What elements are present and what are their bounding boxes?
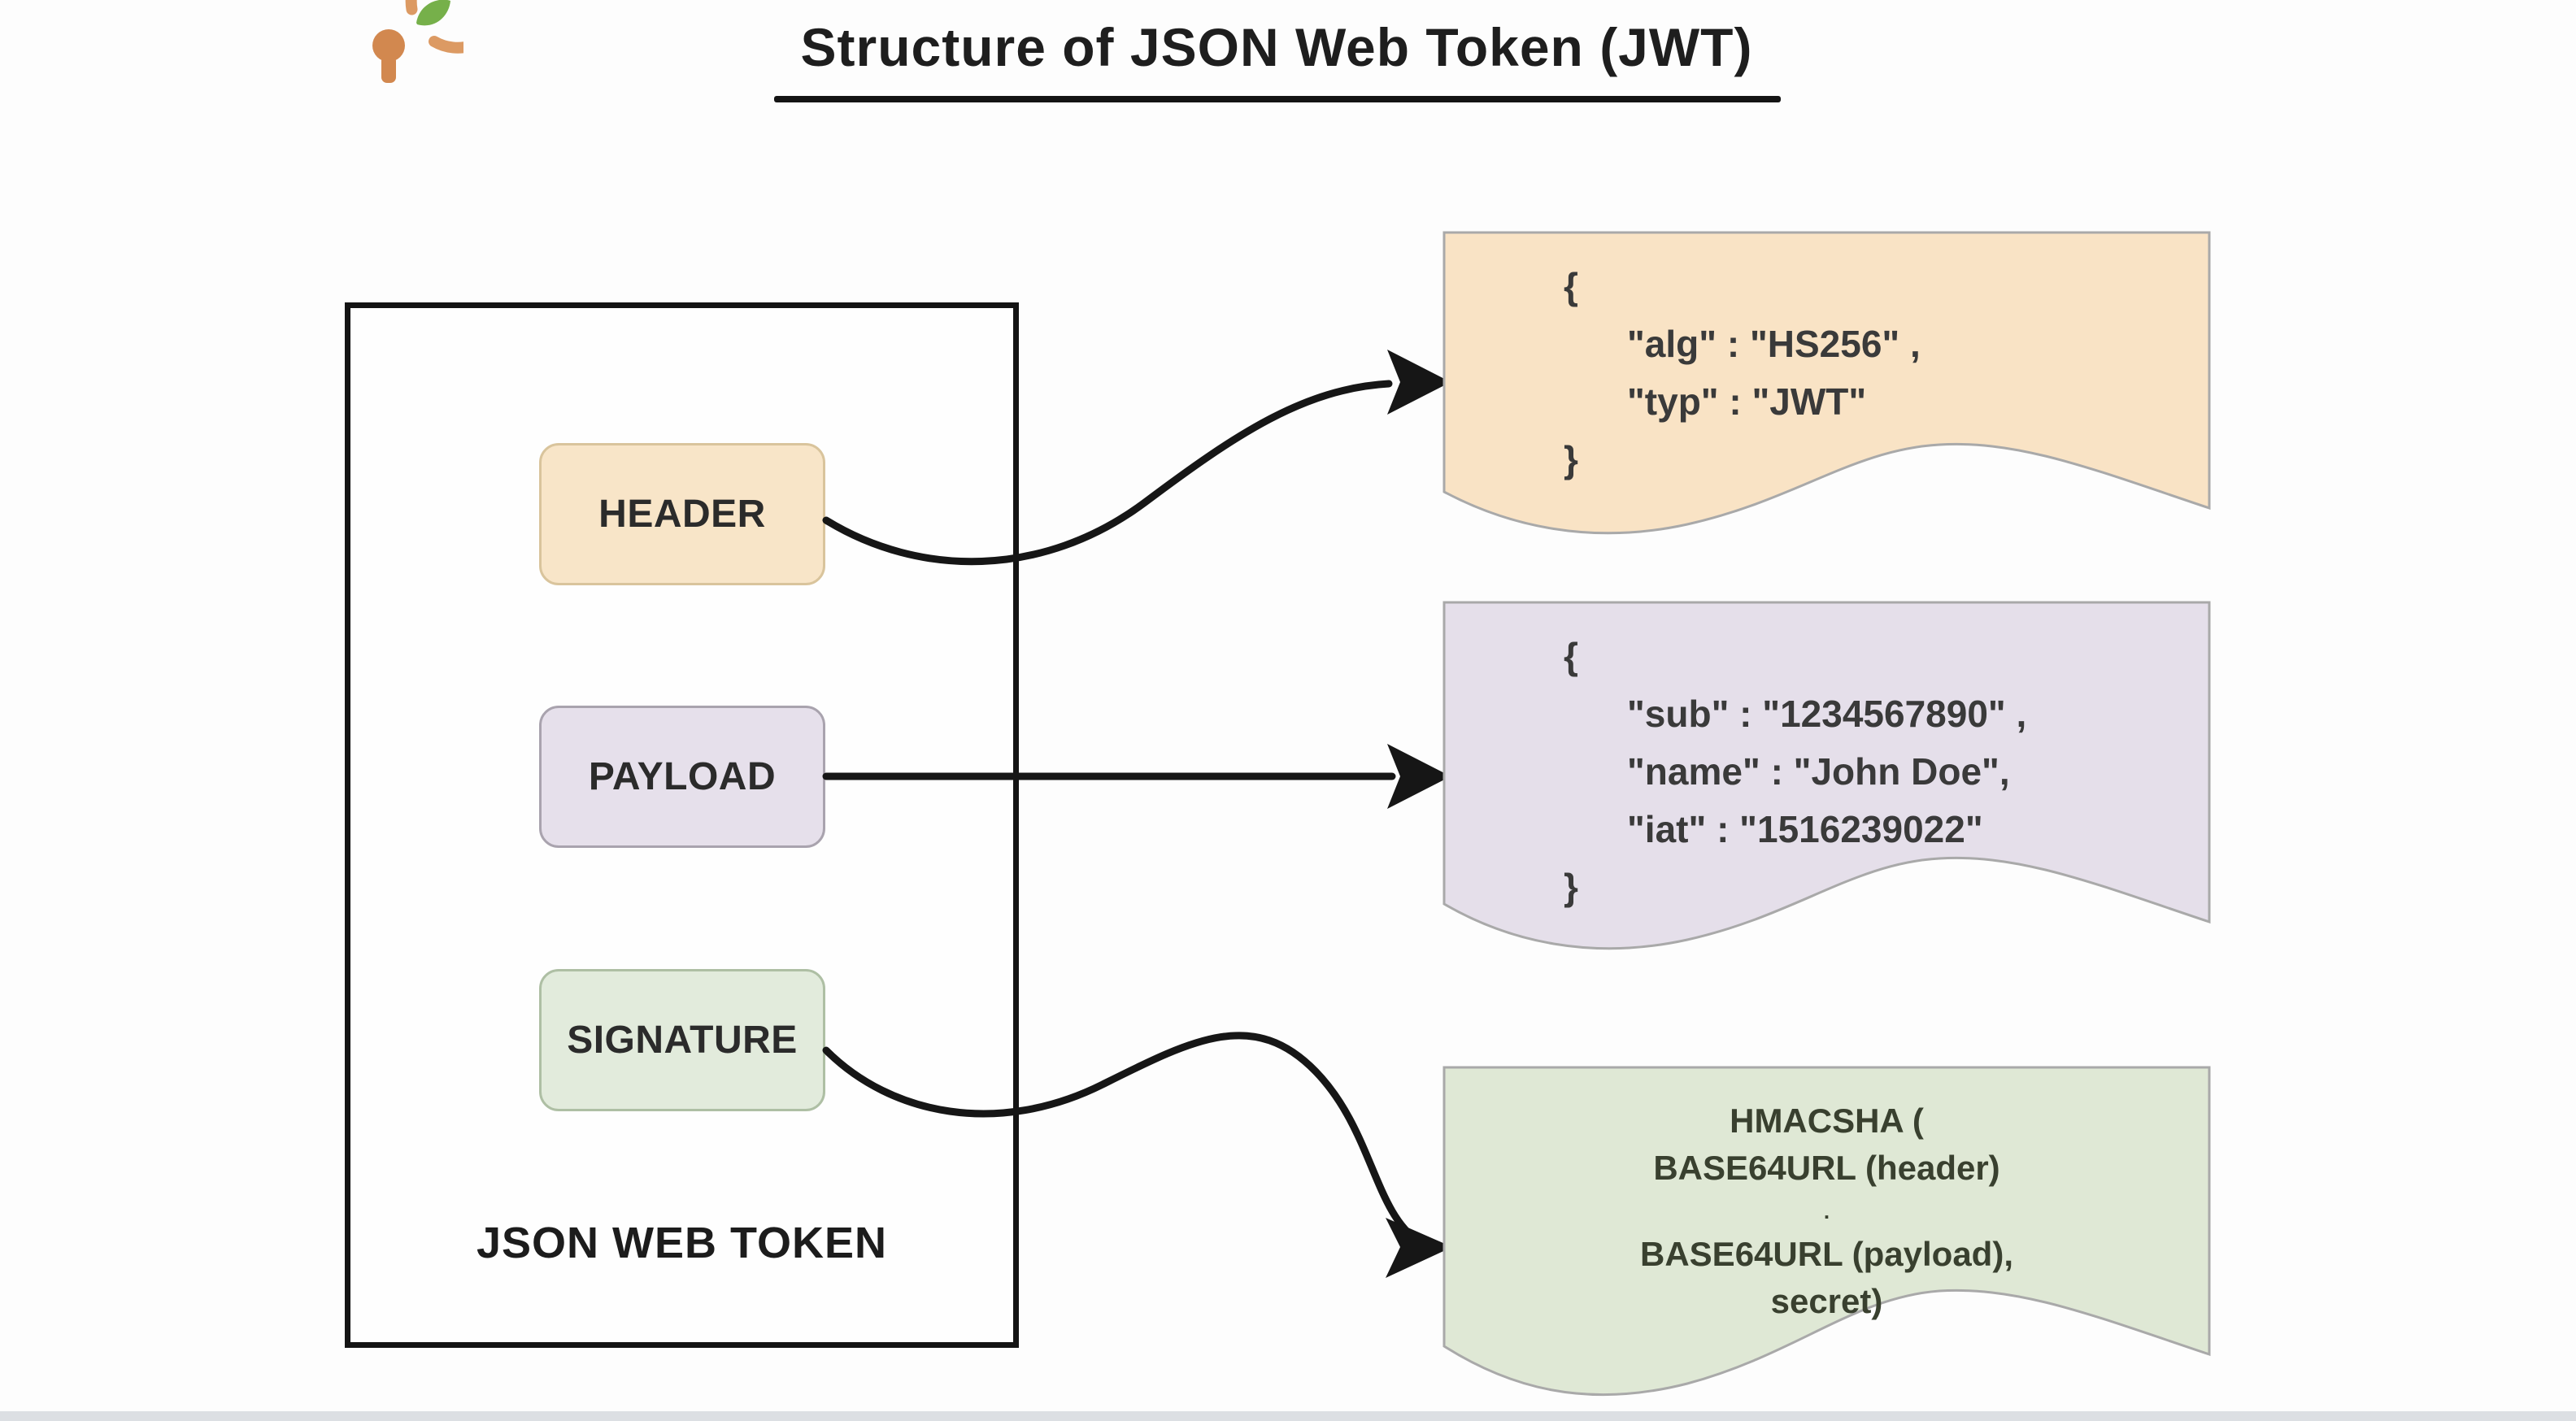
json-line: "typ" : "JWT"	[1627, 380, 1867, 423]
title-underline	[774, 96, 1781, 102]
formula-line: .	[1823, 1199, 1830, 1223]
json-line: }	[1564, 866, 1578, 908]
formula-line: BASE64URL (header)	[1653, 1149, 2000, 1187]
json-line: "iat" : "1516239022"	[1627, 808, 1983, 850]
signature-formula-card: HMACSHA ( BASE64URL (header) . BASE64URL…	[1442, 1065, 2212, 1421]
payload-json-text: { "sub" : "1234567890" , "name" : "John …	[1442, 600, 2212, 916]
header-json-text: { "alg" : "HS256" , "typ" : "JWT" }	[1442, 230, 2212, 489]
json-line: {	[1564, 635, 1578, 677]
formula-line: secret)	[1770, 1282, 1883, 1320]
signature-formula-text: HMACSHA ( BASE64URL (header) . BASE64URL…	[1442, 1065, 2212, 1325]
jwt-token-label: JSON WEB TOKEN	[476, 1219, 888, 1267]
payload-json-card: { "sub" : "1234567890" , "name" : "John …	[1442, 600, 2212, 974]
json-line: "alg" : "HS256" ,	[1627, 323, 1921, 365]
json-line: }	[1564, 438, 1578, 480]
formula-line: HMACSHA (	[1730, 1102, 1924, 1140]
signature-box-label: SIGNATURE	[567, 1019, 798, 1062]
json-line: "sub" : "1234567890" ,	[1627, 693, 2027, 735]
brand-logo	[372, 0, 463, 83]
payload-box: PAYLOAD	[539, 706, 825, 848]
json-line: {	[1564, 265, 1578, 307]
payload-box-label: PAYLOAD	[588, 755, 777, 798]
bottom-edge-bar	[0, 1411, 2576, 1421]
header-card-shape	[1442, 231, 2211, 535]
header-box-label: HEADER	[598, 493, 766, 536]
page-title: Structure of JSON Web Token (JWT)	[800, 17, 1753, 77]
logo-keyhole-icon	[372, 29, 405, 62]
header-json-card: { "alg" : "HS256" , "typ" : "JWT" }	[1442, 230, 2212, 552]
logo-leaf-icon	[416, 0, 450, 26]
json-line: "name" : "John Doe",	[1627, 750, 2010, 793]
signature-box: SIGNATURE	[539, 969, 825, 1111]
header-box: HEADER	[539, 443, 825, 585]
payload-card-shape	[1442, 601, 2211, 950]
formula-line: BASE64URL (payload),	[1640, 1235, 2013, 1273]
signature-card-shape	[1442, 1066, 2211, 1397]
